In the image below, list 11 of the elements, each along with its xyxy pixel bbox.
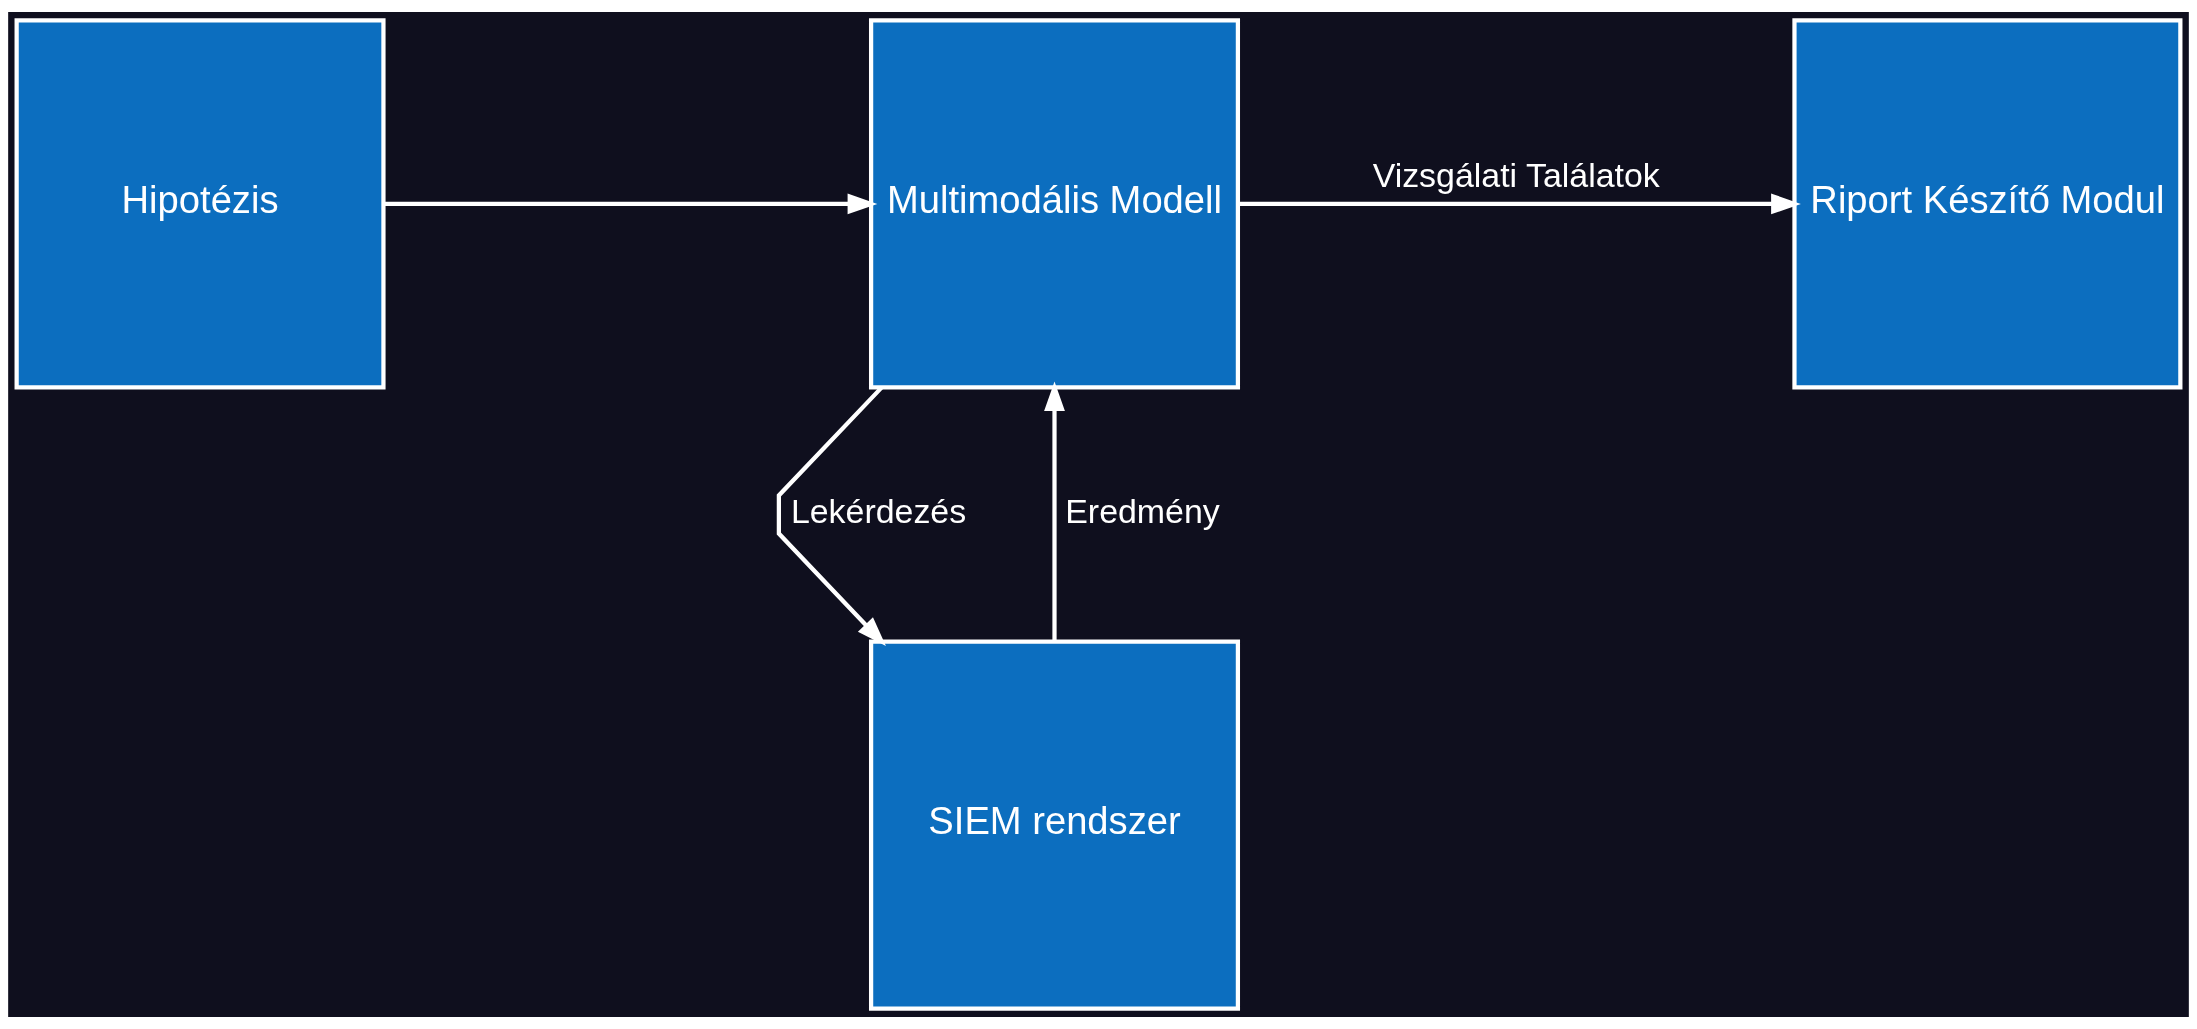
node-box: SIEM rendszer: [869, 639, 1241, 1011]
node-box: Hipotézis: [14, 18, 386, 390]
edge-label: Eredmény: [1065, 491, 1220, 530]
node-box: Riport Készítő Modul: [1792, 18, 2183, 390]
edge-label: Vizsgálati Találatok: [1372, 155, 1660, 194]
arrow: [1238, 193, 1801, 215]
edge-label: Lekérdezés: [790, 491, 967, 530]
arrow: [776, 386, 886, 646]
node-box: Multimodális Modell: [869, 18, 1241, 390]
arrow: [1044, 381, 1065, 642]
arrow: [383, 193, 878, 215]
